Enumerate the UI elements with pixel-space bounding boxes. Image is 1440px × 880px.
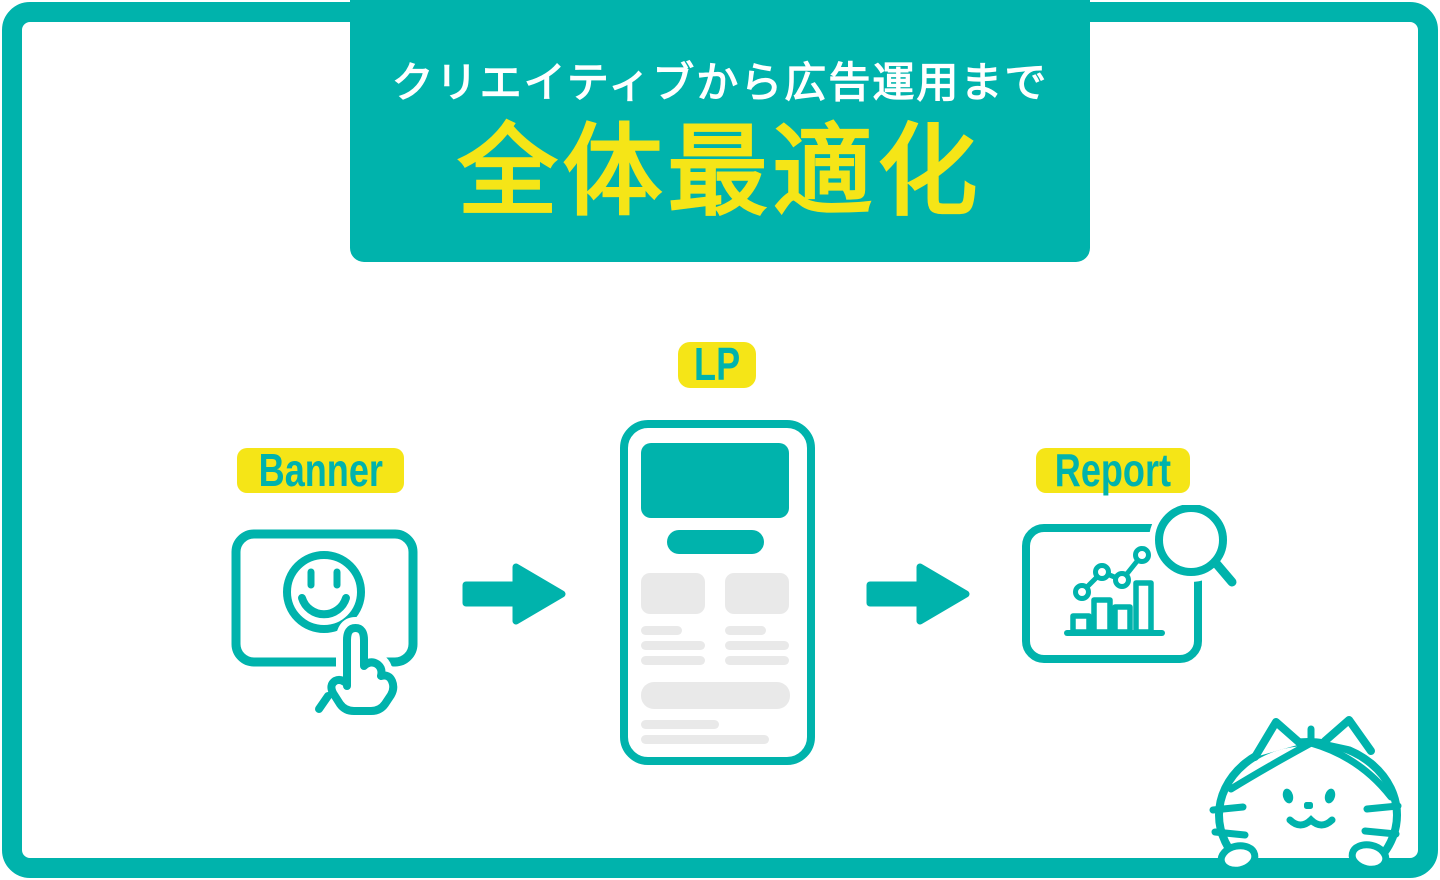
cat-mascot-illustration [1209,716,1402,859]
smiley-face-icon [283,551,365,633]
cat-face [1282,788,1336,829]
lp-hero-block [641,443,789,518]
lp-placeholder-blocks [641,573,790,744]
bar-chart-icon [1064,580,1165,636]
report-label-text: Report [1054,444,1172,496]
lp-label-text: LP [693,338,741,391]
cat-paws [1217,841,1390,874]
page-title: 全体最適化 [457,115,983,228]
magnifier-icon [1149,505,1243,593]
arrow-right-icon [462,563,566,625]
banner-board-shape [231,529,418,667]
report-label: Report [1036,444,1190,496]
cat-fur-stripes [1227,725,1395,801]
cat-whiskers [1209,802,1402,839]
arrow-right-icon [866,563,970,625]
cat-ears [1251,716,1375,761]
pointing-hand-icon [309,617,405,722]
landing-page-mockup-icon [620,420,815,765]
banner-smiley-tap-icon [231,529,418,722]
lp-button-pill [667,530,764,554]
header-banner: クリエイティブから広告運用まで 全体最適化 [350,0,1090,262]
banner-label: Banner [237,444,404,496]
line-chart-icon [1073,546,1151,601]
lp-label: LP [678,339,756,390]
report-chart-magnifier-icon [1022,505,1243,663]
page-subtitle: クリエイティブから広告運用まで [391,58,1049,106]
banner-label-text: Banner [258,444,383,496]
